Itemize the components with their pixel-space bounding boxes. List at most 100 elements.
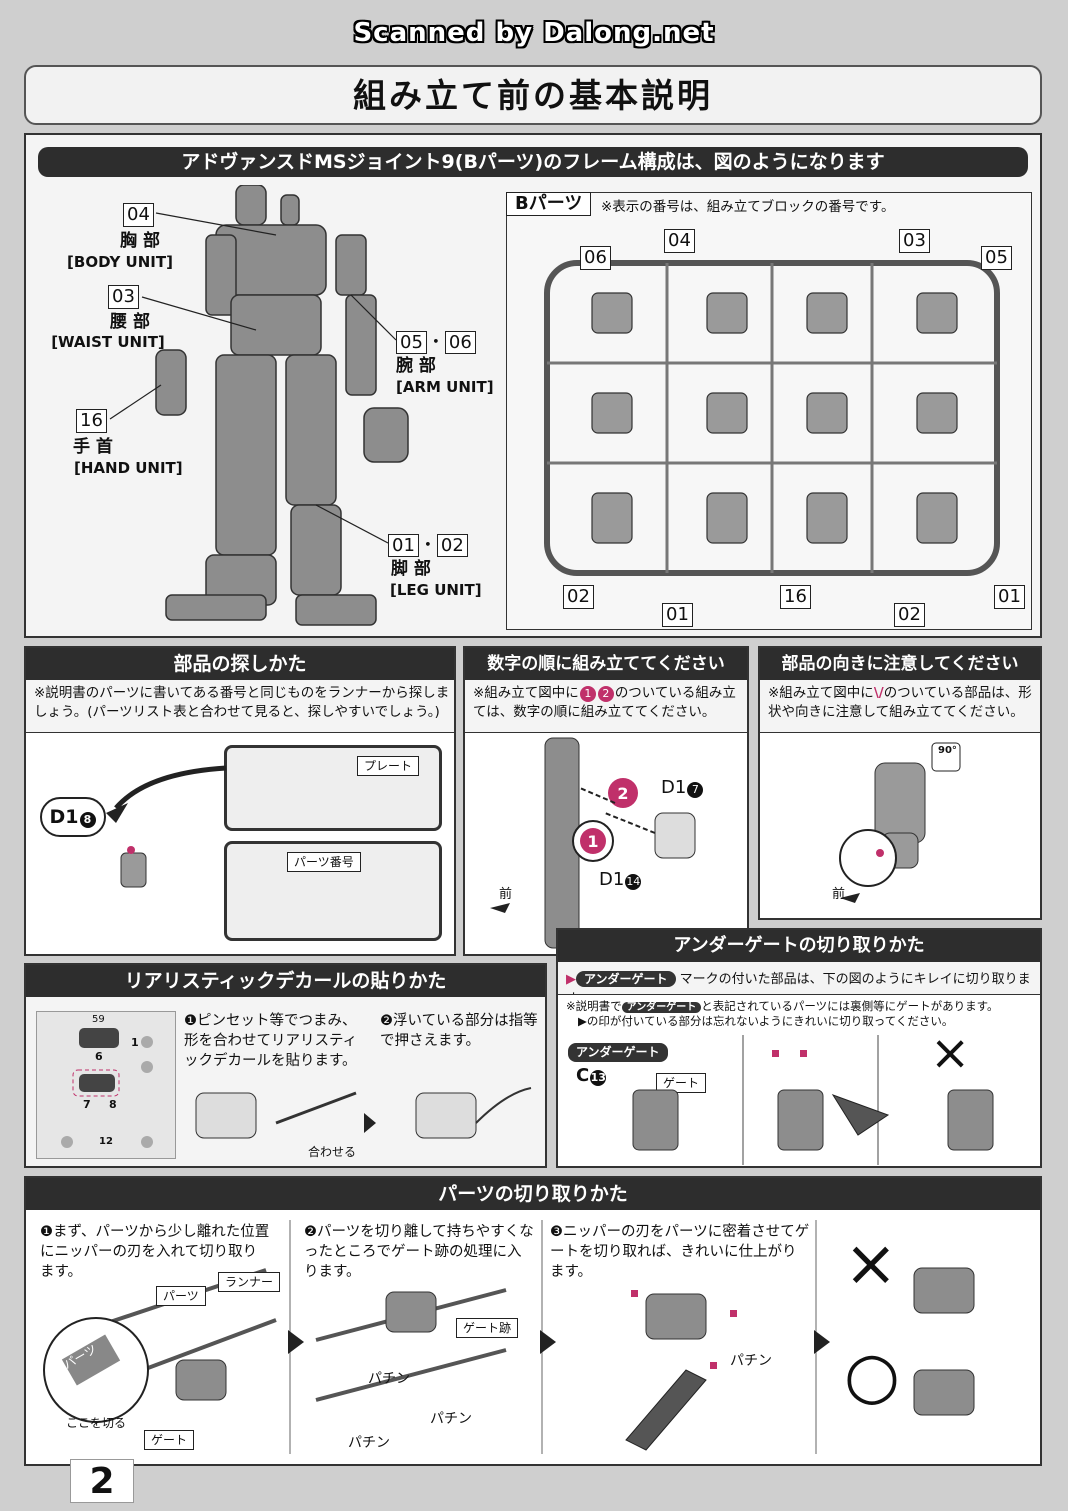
cutting-snap-1: パチン <box>368 1371 410 1387</box>
hand-part-right <box>363 407 409 463</box>
label-hand-num: 16 <box>76 409 107 433</box>
bparts-callout-16: 16 <box>780 585 811 609</box>
label-body-en: [BODY UNIT] <box>67 253 173 271</box>
label-body-num: 04 <box>123 203 154 227</box>
cutting-section: パーツの切り取りかた ❶まず、パーツから少し離れた位置にニッパーの刃を入れて切り… <box>24 1176 1042 1466</box>
bparts-callout-01a: 01 <box>662 603 693 627</box>
undergate-figure: ※説明書でアンダーゲートと表記されているパーツには裏側等にゲートがあります。 ▶… <box>558 994 1040 1166</box>
label-waist-en: [WAIST UNIT] <box>51 333 165 351</box>
find-parts-note: ※説明書のパーツに書いてある番号と同じものをランナーから探しましょう。(パーツリ… <box>34 685 450 720</box>
decal-sheet-drawing <box>61 1028 153 1148</box>
scanned-by-label: Scanned by Dalong.net <box>353 18 715 48</box>
order-front: 前 <box>499 887 513 902</box>
decal-num-1: 1 <box>131 1036 139 1049</box>
orientation-angle: 90° <box>938 745 957 756</box>
frame-header: アドヴァンスドMSジョイント9(Bパーツ)のフレーム構成は、図のようになります <box>38 147 1028 177</box>
label-arm-en: [ARM UNIT] <box>396 378 494 396</box>
order-note-pre: ※組み立て図中に <box>473 685 579 701</box>
cutting-step3: ❸ニッパーの刃をパーツに密着させてゲートを切り取れば、きれいに仕上がります。 <box>550 1224 810 1280</box>
decal-num-59: 59 <box>92 1014 105 1025</box>
cutting-cut-here: ここを切る <box>66 1416 127 1430</box>
decal-num-12: 12 <box>99 1136 113 1147</box>
label-arm-num-b: 06 <box>444 331 476 354</box>
decal-num-6: 6 <box>95 1050 103 1063</box>
label-leg-jp: 脚 部 <box>391 559 431 579</box>
label-leg-num-b: 02 <box>436 534 468 557</box>
label-leg-en: [LEG UNIT] <box>390 581 482 599</box>
label-leg-nums: 01・02 <box>388 531 468 557</box>
undergate-note2: ▶の印が付いている部分は忘れないようにきれいに切り取ってください。 <box>578 1014 954 1028</box>
undergate-tag: アンダーゲート <box>576 971 676 987</box>
undergate-note1-pre: ※説明書で <box>566 999 622 1013</box>
find-parts-arrow <box>106 765 227 888</box>
order-note-post: のついている組み立ては、数字の順に組み立ててください。 <box>473 685 736 720</box>
plate-detail: プレート <box>224 745 442 831</box>
orientation-mark: \/ <box>873 685 884 701</box>
find-parts-ref-label: D1 <box>49 806 79 828</box>
orientation-section: 部品の向きに注意してください ※組み立て図中に\/のついている部品は、形状や向き… <box>758 646 1042 920</box>
label-hand-en: [HAND UNIT] <box>74 459 183 477</box>
bparts-label: Bパーツ <box>506 192 592 216</box>
label-arm-sep: ・ <box>426 332 445 353</box>
cutting-tag-gate-mark: ゲート跡 <box>456 1318 519 1338</box>
undergate-example-tag: アンダーゲート <box>568 1043 668 1062</box>
orientation-front: 前 <box>832 887 846 902</box>
frame-figure <box>165 185 377 626</box>
decal-align: 合わせる <box>308 1145 357 1159</box>
page-title: 組み立て前の基本説明 <box>24 65 1042 125</box>
cutting-tag-parts: パーツ <box>156 1286 206 1306</box>
cutting-figure: ❶まず、パーツから少し離れた位置にニッパーの刃を入れて切り取ります。 ❷パーツを… <box>26 1210 1040 1464</box>
decal-step2: ❷浮いている部分は指等で押さえます。 <box>380 1013 538 1049</box>
cutting-step2: ❷パーツを切り離して持ちやすくなったところでゲート跡の処理に入ります。 <box>304 1224 534 1280</box>
decal-section: リアリスティックデカールの貼りかた 59 1 6 7 8 12 ❶ピンセット等で… <box>24 963 547 1168</box>
undergate-part-ref-num: 13 <box>590 1070 607 1086</box>
cutting-tag-gate: ゲート <box>144 1430 195 1450</box>
decal-step1: ❶ピンセット等でつまみ、形を合わせてリアリスティックデカールを貼ります。 <box>184 1013 358 1069</box>
hand-part-left <box>155 349 187 416</box>
decal-num-7: 7 <box>83 1098 91 1111</box>
undergate-x-mark: × <box>930 1025 971 1081</box>
find-parts-ref-num: 8 <box>79 812 96 828</box>
order-n1: 1 <box>579 686 596 702</box>
label-arm-nums: 05・06 <box>396 328 476 354</box>
orientation-header: 部品の向きに注意してください <box>760 648 1040 680</box>
order-n2: 2 <box>597 686 614 702</box>
order-ref2-label: D1 <box>599 869 625 890</box>
cutting-drawing <box>43 1220 975 1454</box>
cutting-bad-mark: × <box>844 1227 898 1301</box>
cutting-tag-runner: ランナー <box>218 1272 281 1292</box>
undergate-gate-tag: ゲート <box>656 1073 707 1093</box>
undergate-desc-row: ▶アンダーゲート マークの付いた部品は、下の図のようにキレイに切り取ります。 <box>566 968 1036 1007</box>
decal-drawing <box>195 1087 532 1139</box>
decal-num-8: 8 <box>109 1098 117 1111</box>
label-waist-jp: 腰 部 <box>110 312 150 332</box>
bparts-panel: Bパーツ ※表示の番号は、組み立てブロックの番号です。 <box>506 192 1032 630</box>
bparts-callout-02a: 02 <box>563 585 594 609</box>
orientation-note-post: のついている部品は、形状や向きに注意して組み立ててください。 <box>768 685 1032 720</box>
bparts-runner <box>544 260 1000 576</box>
plate-tag: プレート <box>357 756 420 776</box>
decal-header: リアリスティックデカールの貼りかた <box>26 965 545 997</box>
order-drawing: 2 1 <box>490 737 696 949</box>
label-waist-num: 03 <box>108 285 139 309</box>
orientation-note: ※組み立て図中に\/のついている部品は、形状や向きに注意して組み立ててください。 <box>768 684 1036 722</box>
bparts-callout-05: 05 <box>981 246 1012 270</box>
decal-sheet: 59 1 6 7 8 12 <box>36 1011 176 1159</box>
undergate-part-ref: C13 <box>576 1065 607 1086</box>
order-ref1-num: 7 <box>687 782 704 798</box>
bparts-callout-06: 06 <box>580 246 611 270</box>
cutting-header: パーツの切り取りかた <box>26 1178 1040 1210</box>
undergate-note1: ※説明書でアンダーゲートと表記されているパーツには裏側等にゲートがあります。 <box>566 999 999 1016</box>
label-leg-num-a: 01 <box>388 534 419 557</box>
find-parts-section: 部品の探しかた ※説明書のパーツに書いてある番号と同じものをランナーから探しまし… <box>24 646 456 956</box>
cutting-step1: ❶まず、パーツから少し離れた位置にニッパーの刃を入れて切り取ります。 <box>40 1224 270 1280</box>
cutting-good-mark: ○ <box>844 1339 900 1413</box>
orientation-drawing <box>839 742 961 903</box>
bparts-callout-01b: 01 <box>994 585 1025 609</box>
undergate-drawing <box>632 1035 994 1165</box>
